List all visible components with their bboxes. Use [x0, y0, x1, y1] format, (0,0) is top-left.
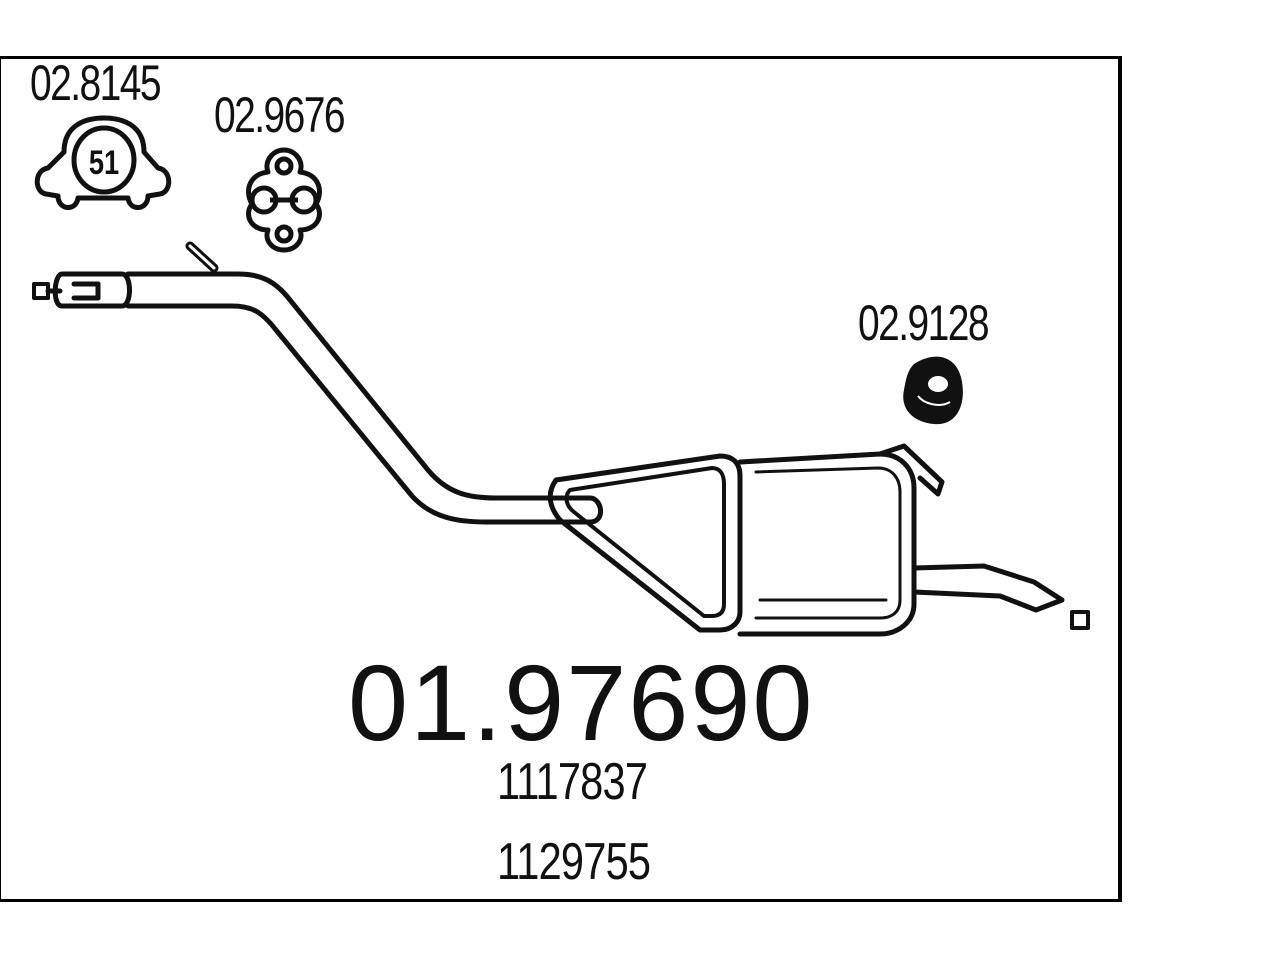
gasket-part-number: 02.9676 [214, 87, 346, 143]
main-part-number: 01.97690 [348, 642, 815, 763]
pipe-icon [32, 241, 603, 525]
oe-number-1: 1117837 [497, 753, 648, 811]
hanger-part-number: 02.9128 [858, 295, 990, 351]
clamp-icon: 51 [34, 115, 172, 210]
oe-number-2: 1129755 [497, 833, 651, 891]
silencer-icon [547, 443, 1090, 637]
gasket-icon [246, 147, 322, 253]
clamp-part-number: 02.8145 [30, 55, 162, 111]
clamp-size-label: 51 [89, 143, 119, 182]
rubber-hanger-icon [903, 356, 963, 425]
